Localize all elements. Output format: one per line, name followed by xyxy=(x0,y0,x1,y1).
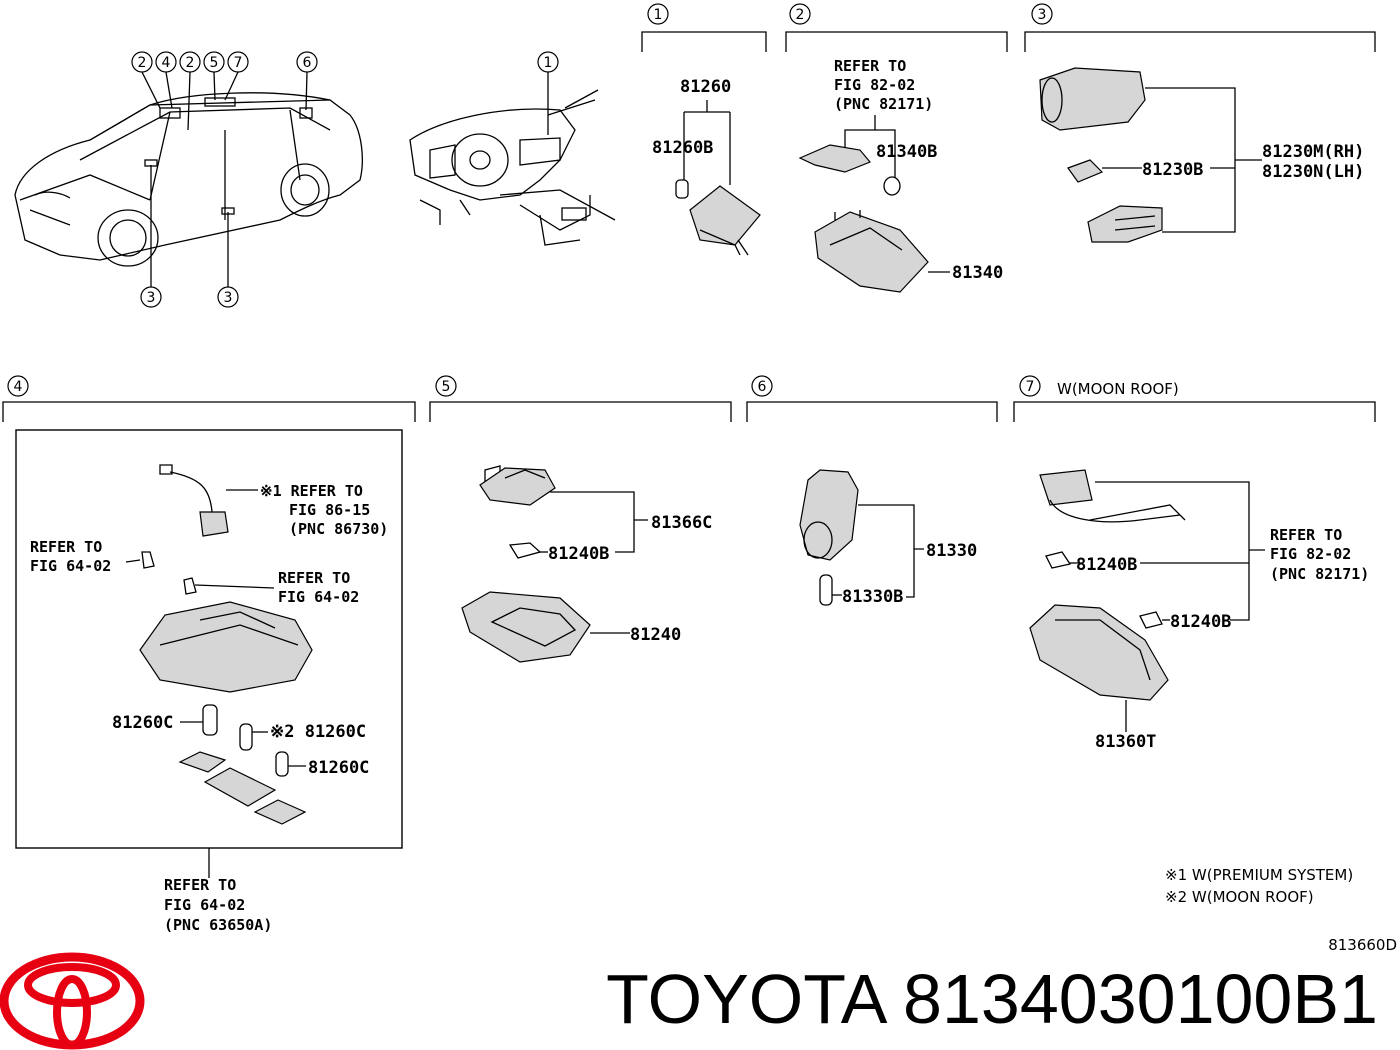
map-lamp-assembly-drawing xyxy=(139,464,313,825)
part-81260: 81260 xyxy=(680,77,731,97)
section-2: 2 REFER TO FIG 82-02 (PNC 82171) 81340B … xyxy=(785,3,1008,293)
s2-refer-line-1: REFER TO xyxy=(834,57,906,75)
part-81230B: 81230B xyxy=(1142,160,1203,180)
section-4: 4 ※1 REFER TO FIG 86-15 (PNC 86730) REFE… xyxy=(2,375,416,934)
part-81240B-s7-a: 81240B xyxy=(1076,555,1137,575)
part-81260B: 81260B xyxy=(652,138,713,158)
lamp-81260-drawing xyxy=(675,179,761,256)
s2-refer-line-2: FIG 82-02 xyxy=(834,76,915,94)
lamp-81366C-drawing xyxy=(461,465,591,663)
lamp-81360T-drawing xyxy=(1029,469,1186,701)
section-7: 7 W(MOON ROOF) 81240B 81240B 81360T REFE… xyxy=(1013,375,1376,752)
section-1: 1 81260 81260B xyxy=(641,3,767,256)
part-81340B: 81340B xyxy=(876,142,937,162)
s4-refer-below-line-1: REFER TO xyxy=(164,876,236,894)
s4-refer-below-line-2: FIG 64-02 xyxy=(164,896,245,914)
section-7-number: 7 xyxy=(1026,379,1035,395)
brand-part-number: TOYOTA 8134030100B1 xyxy=(606,960,1378,1038)
car-exterior-drawing xyxy=(14,92,363,267)
callout-5: 5 xyxy=(210,55,219,71)
s4-refer-below-line-3: (PNC 63650A) xyxy=(164,916,272,934)
part-81230N-LH: 81230N(LH) xyxy=(1262,162,1364,182)
lamp-81230-drawing xyxy=(1039,67,1163,243)
section-6: 6 81330 81330B xyxy=(746,375,998,607)
part-81240B-s7-b: 81240B xyxy=(1170,612,1231,632)
dashboard-drawing xyxy=(409,89,616,246)
s4-refer-right-line-2: FIG 64-02 xyxy=(278,588,359,606)
s4-note1-line-2: FIG 86-15 xyxy=(289,501,370,519)
callout-6: 6 xyxy=(303,55,312,71)
section-3: 3 81230B 81230M(RH) 81230N(LH) xyxy=(1024,3,1376,243)
part-81330: 81330 xyxy=(926,541,977,561)
callout-3-a: 3 xyxy=(147,290,156,306)
car-callout-leaders xyxy=(141,71,308,287)
part-81260C-c: 81260C xyxy=(308,758,369,778)
section-2-number: 2 xyxy=(796,7,805,23)
diagram-code: 813660D xyxy=(1328,936,1397,954)
s7-refer-line-1: REFER TO xyxy=(1270,526,1342,544)
s7-refer-line-2: FIG 82-02 xyxy=(1270,545,1351,563)
s4-refer-left-line-2: FIG 64-02 xyxy=(30,557,111,575)
section-1-number: 1 xyxy=(654,7,663,23)
car-callouts-top: 2 4 2 5 7 6 xyxy=(131,51,318,73)
section-5-number: 5 xyxy=(442,379,451,395)
part-81340: 81340 xyxy=(952,263,1003,283)
s4-refer-left-line-1: REFER TO xyxy=(30,538,102,556)
s4-note1-line-3: (PNC 86730) xyxy=(289,520,388,538)
s4-note1-line-1: ※1 REFER TO xyxy=(260,482,363,500)
callout-2-a: 2 xyxy=(138,55,147,71)
part-81366C: 81366C xyxy=(651,513,712,533)
s2-refer-line-3: (PNC 82171) xyxy=(834,95,933,113)
s7-refer-line-3: (PNC 82171) xyxy=(1270,565,1369,583)
section-3-number: 3 xyxy=(1038,7,1047,23)
part-81260C-a: 81260C xyxy=(112,713,173,733)
callout-3-b: 3 xyxy=(224,290,233,306)
callout-7: 7 xyxy=(234,55,243,71)
callout-1: 1 xyxy=(544,55,553,71)
callout-4: 4 xyxy=(162,55,171,71)
callout-2-b: 2 xyxy=(186,55,195,71)
part-81240: 81240 xyxy=(630,625,681,645)
part-81230M-RH: 81230M(RH) xyxy=(1262,142,1364,162)
section-7-title: W(MOON ROOF) xyxy=(1057,380,1179,398)
part-81240B-s5: 81240B xyxy=(548,544,609,564)
footnote-2: ※2 W(MOON ROOF) xyxy=(1165,888,1314,906)
part-81360T: 81360T xyxy=(1095,732,1156,752)
s4-refer-right-line-1: REFER TO xyxy=(278,569,350,587)
lamp-81340-drawing xyxy=(798,144,929,293)
part-81260C-b: ※2 81260C xyxy=(270,722,366,742)
lamp-81330-drawing xyxy=(799,469,859,606)
footnote-1: ※1 W(PREMIUM SYSTEM) xyxy=(1165,866,1353,884)
section-4-number: 4 xyxy=(14,379,23,395)
toyota-logo xyxy=(0,952,145,1050)
section-6-number: 6 xyxy=(758,379,767,395)
section-5: 5 81366C 81240B 81240 xyxy=(429,375,732,663)
car-callouts-bottom: 3 3 xyxy=(140,286,239,308)
part-81330B: 81330B xyxy=(842,587,903,607)
